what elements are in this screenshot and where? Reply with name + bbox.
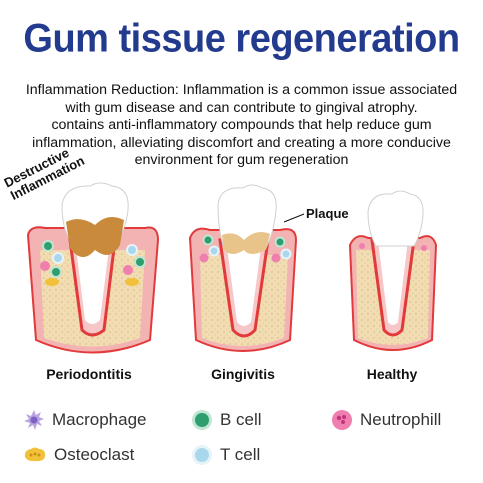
- legend-item-osteoclast: Osteoclast: [22, 443, 134, 467]
- stage-label-gingivitis: Gingivitis: [211, 366, 275, 382]
- teeth-illustration: [26, 182, 438, 354]
- legend-label: B cell: [220, 410, 262, 429]
- legend-label: T cell: [220, 445, 261, 464]
- legend-label: Osteoclast: [54, 445, 135, 464]
- immune-cells: [199, 234, 292, 263]
- t-cell-icon: [192, 445, 212, 465]
- stage-label-healthy: Healthy: [366, 366, 418, 382]
- healthy-tooth: [348, 190, 438, 351]
- plaque-label: Plaque: [306, 206, 349, 221]
- legend-item-b-cell: B cell: [190, 408, 262, 432]
- legend-label: Macrophage: [52, 410, 147, 429]
- description-line: with gum disease and can contribute to g…: [65, 99, 418, 116]
- description-line: environment for gum regeneration: [134, 152, 349, 168]
- legend-item-neutrophil: Neutrophill: [330, 408, 441, 432]
- neutrophil-icon: [332, 410, 352, 430]
- legend-label: Neutrophill: [360, 410, 442, 429]
- b-cell-icon: [192, 410, 212, 430]
- stage-label-periodontitis: Periodontitis: [46, 366, 132, 382]
- gingivitis-tooth: [188, 184, 305, 352]
- immune-cells: [40, 240, 146, 286]
- description-line: inflammation, alleviating discomfort and…: [32, 134, 451, 151]
- description-line: Inflammation Reduction: Inflammation is …: [25, 82, 458, 98]
- legend-item-t-cell: T cell: [190, 443, 260, 467]
- description-line: contains anti-inflammatory compounds tha…: [51, 117, 432, 133]
- description: Inflammation Reduction: Inflammation is …: [6, 82, 477, 170]
- page-title: Gum tissue regeneration: [23, 16, 460, 62]
- osteoclast-icon: [24, 447, 46, 462]
- periodontitis-tooth: [26, 182, 160, 354]
- legend-item-macrophage: Macrophage: [22, 408, 147, 432]
- macrophage-icon: [24, 410, 44, 430]
